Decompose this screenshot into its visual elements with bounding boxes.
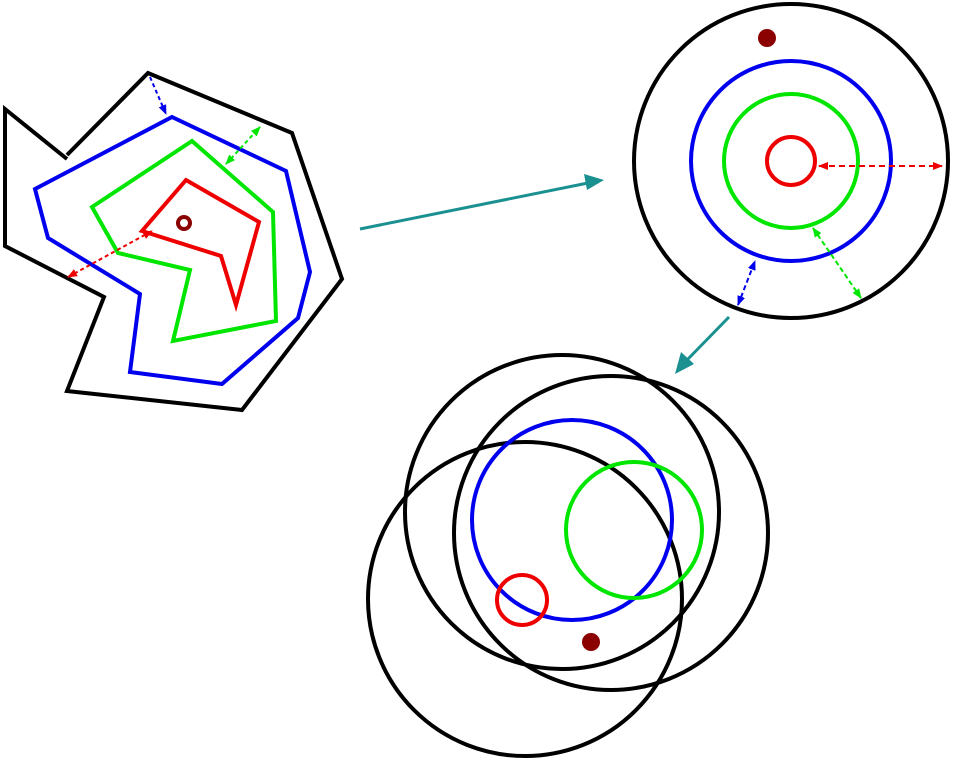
transition-arrow-1-head [584,174,604,190]
red-circle [495,573,549,627]
blue-radius-arrow [737,260,756,306]
blue-distance-arrow [149,76,167,115]
transition-arrow-2-shaft [686,315,731,361]
panel-concentric-circles [632,2,950,320]
blue-circle [470,418,674,622]
green-polygon [89,138,279,344]
blue-polygon [32,114,313,387]
blue-circle [689,59,893,263]
black-polygon [2,70,345,413]
panel-overlapping-circles [366,353,770,758]
panel-nested-polygons [2,70,345,413]
green-circle [564,460,704,600]
black-circle-2 [452,374,770,692]
red-circle [765,135,817,187]
point-marker [582,633,600,651]
black-circle-3 [366,440,684,758]
green-distance-arrow [225,126,261,165]
outer-black-circle [632,2,950,320]
point-marker [758,29,776,47]
red-polygon [138,177,262,313]
transition-arrow-1-shaft [359,181,589,231]
transition-arrow-2 [675,315,731,374]
inner-point-marker [176,215,192,231]
transition-arrow-1 [359,174,604,231]
transition-arrow-2-head [675,352,694,374]
black-circle-1 [403,353,721,671]
red-distance-arrow [67,230,153,278]
green-circle [722,92,860,230]
green-radius-arrow [812,227,862,299]
